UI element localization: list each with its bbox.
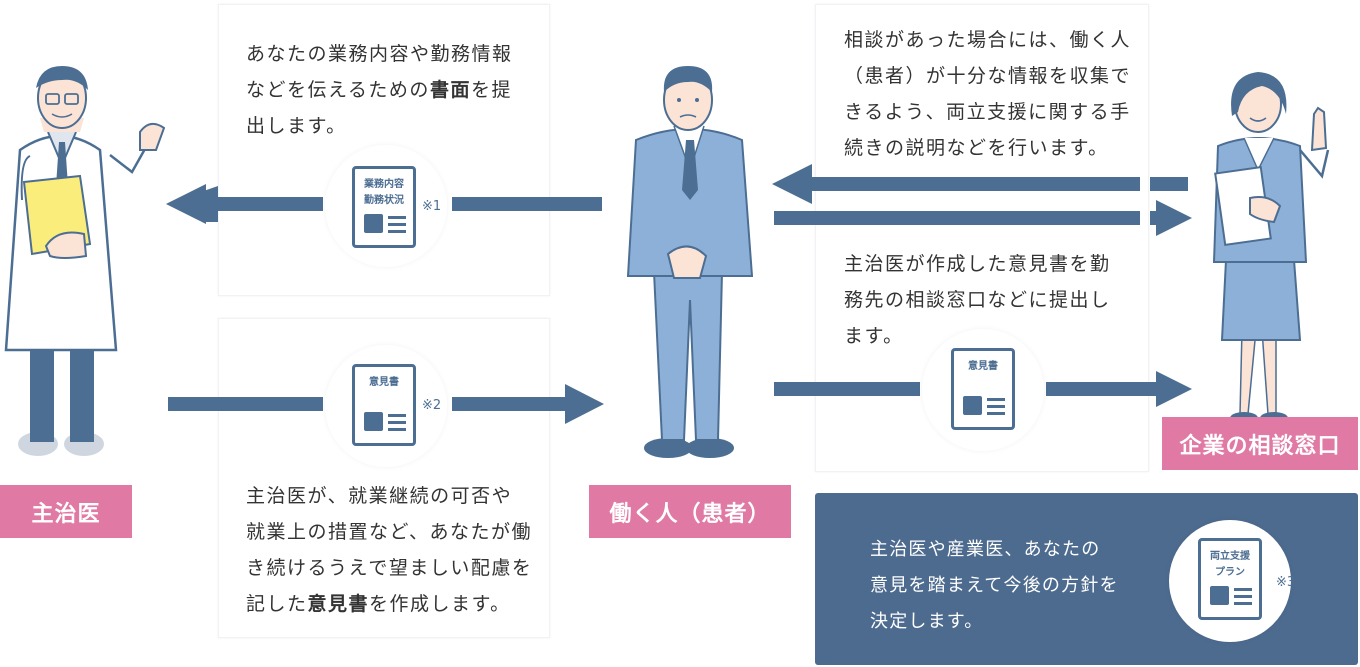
- top-right-text: 相談があった場合には、働く人 （患者）が十分な情報を収集で きるよう、両立支援に…: [844, 29, 1132, 159]
- mid-right-text: 主治医が作成した意見書を勤 務先の相談窓口などに提出し ます。: [844, 253, 1111, 347]
- arrow-right-icon: [774, 200, 1192, 236]
- note-3: ※3: [1276, 575, 1296, 590]
- bottom-left-text: 主治医が、就業継続の可否や 就業上の措置など、あなたが働 き続けるうえで望ましい…: [246, 485, 533, 615]
- document-icon-opinion-submit: 意見書: [951, 348, 1015, 430]
- arrow-right-icon: [774, 371, 1192, 407]
- doctor-figure: [4, 66, 166, 456]
- document-icon-opinion: 意見書: [352, 364, 416, 446]
- decision-text: 主治医や産業医、あなたの 意見を踏まえて今後の方針を 決定します。: [870, 539, 1119, 632]
- worker-figure: [626, 66, 754, 458]
- arrow-right-icon: [168, 384, 604, 424]
- note-2: ※2: [422, 398, 442, 413]
- arrow-left-icon: [166, 184, 602, 224]
- document-icon-support-plan: 両立支援プラン: [1198, 538, 1262, 620]
- label-worker: 働く人（患者）: [589, 485, 791, 538]
- company-staff-figure: [1212, 72, 1330, 424]
- note-1: ※1: [422, 199, 442, 214]
- label-company: 企業の相談窓口: [1162, 417, 1358, 470]
- document-icon-work-info: 業務内容勤務状況: [352, 166, 416, 248]
- arrow-left-icon: [772, 164, 1188, 204]
- top-left-text: あなたの業務内容や勤務情報 などを伝えるための書面を提 出します。: [246, 43, 513, 137]
- label-doctor: 主治医: [0, 485, 132, 538]
